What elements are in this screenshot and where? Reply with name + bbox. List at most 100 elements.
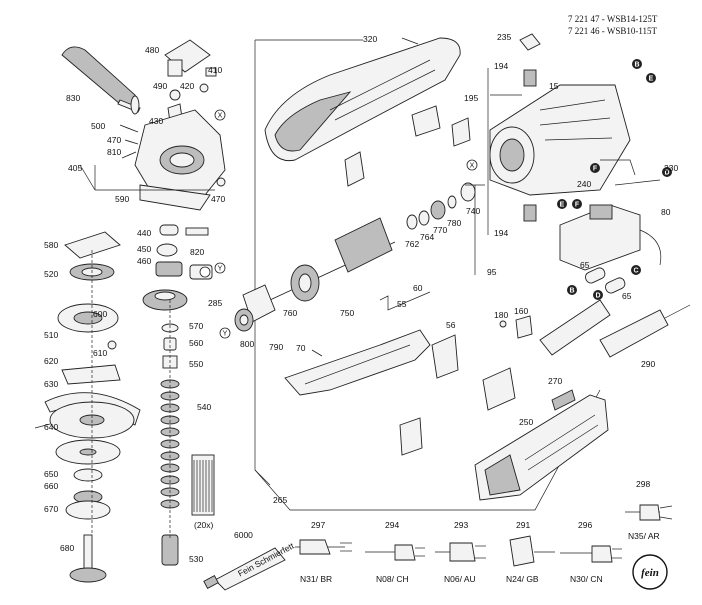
label-550: 550 (189, 359, 203, 369)
screw-810 (121, 151, 137, 159)
marker-e-1 (646, 73, 656, 83)
part-780 (447, 195, 457, 209)
spring-235 (519, 33, 541, 51)
plug-code-ar: N35/ AR (628, 531, 660, 541)
label-762: 762 (405, 239, 419, 249)
part-740 (460, 182, 476, 202)
label-56: 56 (446, 320, 456, 330)
marker-e-2-label: E (560, 202, 565, 209)
bearing-460 (155, 261, 183, 277)
gear-head-housing (134, 109, 226, 211)
label-420: 420 (180, 81, 194, 91)
label-660: 660 (44, 481, 58, 491)
brush-holder-c (344, 151, 365, 187)
label-540: 540 (197, 402, 211, 412)
model-line-2: 7 221 46 - WSB10-115T (568, 26, 658, 36)
plug-code-au: N06/ AU (444, 574, 476, 584)
marker-d-1 (662, 167, 672, 177)
plug-291 (509, 535, 555, 567)
armature-750 (269, 217, 396, 302)
brush-holder-a (411, 105, 441, 137)
marker-b-1-label: B (634, 62, 639, 69)
part-56 (431, 334, 459, 379)
brush-holder-b (451, 117, 471, 147)
label-296: 296 (578, 520, 592, 530)
logo-text: fein (641, 567, 659, 579)
label-230: 230 (664, 163, 678, 173)
label-630: 630 (44, 379, 58, 389)
label-265: 265 (273, 495, 287, 505)
marker-y-2-label: Y (223, 331, 228, 338)
lever-620 (61, 364, 121, 385)
label-235: 235 (497, 32, 511, 42)
marker-f-2 (572, 199, 582, 209)
label-180: 180 (494, 310, 508, 320)
marker-y-1-label: Y (218, 266, 223, 273)
marker-x-1-label: X (218, 113, 223, 120)
screw-320 (401, 37, 419, 45)
label-15: 15 (549, 81, 559, 91)
marker-y-1 (214, 262, 226, 274)
bearing-balls-540 (160, 379, 180, 509)
plug-293 (435, 542, 486, 562)
label-580: 580 (44, 240, 58, 250)
model-line-1: 7 221 47 - WSB14-125T (568, 14, 658, 24)
part-820 (185, 227, 209, 236)
pinion-285 (189, 264, 213, 280)
label-520: 520 (44, 269, 58, 279)
marker-d-2-label: D (595, 293, 600, 300)
label-790: 790 (269, 342, 283, 352)
capacitor-65a (585, 267, 606, 284)
tube-label: Fein Schmierfett (236, 540, 296, 578)
screw-470 (124, 139, 139, 145)
flange-670 (65, 500, 111, 520)
plug-296 (560, 545, 622, 563)
label-65a: 65 (580, 260, 590, 270)
label-470b: 470 (211, 194, 225, 204)
label-298: 298 (636, 479, 650, 489)
label-480: 480 (145, 45, 159, 55)
label-194b: 194 (494, 228, 508, 238)
brush-194-bottom (523, 204, 537, 222)
label-620: 620 (44, 356, 58, 366)
plug-code-cn: N30/ CN (570, 574, 603, 584)
label-6000: 6000 (234, 530, 253, 540)
label-760: 760 (283, 308, 297, 318)
label-430: 430 (149, 116, 163, 126)
label-194a: 194 (494, 61, 508, 71)
marker-y-2 (219, 327, 231, 339)
assembly-frame (254, 40, 601, 511)
label-405: 405 (68, 163, 82, 173)
label-297: 297 (311, 520, 325, 530)
needle-rollers (191, 454, 215, 516)
marker-c-1 (631, 265, 641, 275)
plug-code-br: N31/ BR (300, 574, 332, 584)
label-670: 670 (44, 504, 58, 514)
label-291: 291 (516, 520, 530, 530)
label-770: 770 (433, 225, 447, 235)
screw-500 (119, 124, 139, 133)
wire-240 (614, 179, 661, 186)
field-stator-15 (489, 84, 631, 196)
label-500: 500 (91, 121, 105, 131)
bearing-770 (430, 200, 446, 220)
screw-610 (107, 340, 117, 350)
label-610: 610 (93, 348, 107, 358)
marker-b-2 (567, 285, 577, 295)
label-650: 650 (44, 469, 58, 479)
label-270: 270 (548, 376, 562, 386)
label-65b: 65 (622, 291, 632, 301)
label-160: 160 (514, 306, 528, 316)
part-490 (169, 89, 181, 101)
spindle-680 (69, 534, 107, 583)
marker-e-1-label: E (649, 76, 654, 83)
label-70: 70 (296, 343, 306, 353)
marker-x-1 (214, 109, 226, 121)
plug-code-gb: N24/ GB (506, 574, 539, 584)
marker-b-1 (632, 59, 642, 69)
wire-230 (600, 159, 636, 176)
electronic-module-80 (559, 204, 641, 271)
switch-slider-60 (284, 329, 431, 396)
part-160 (515, 315, 533, 339)
